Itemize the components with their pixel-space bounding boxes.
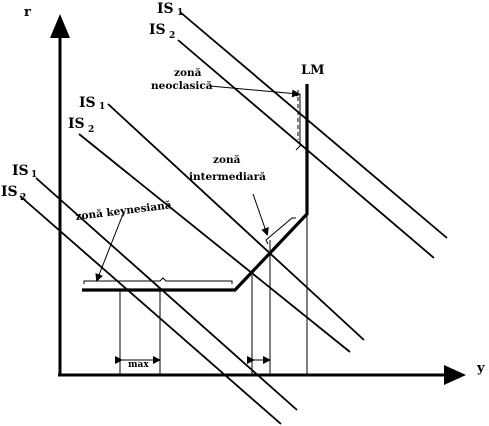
is2-sub-middle: 2	[88, 125, 94, 135]
is1-curve-lower	[35, 177, 298, 411]
is1-sub-middle: 1	[99, 102, 105, 112]
is2-curve-middle	[78, 133, 351, 353]
is1-sub-lower: 1	[31, 170, 37, 180]
is2-label-upper: IS	[149, 22, 166, 38]
neoclassical-zone-label-line2: neoclasică	[151, 80, 213, 92]
is2-label-middle: IS	[68, 116, 85, 132]
is2-sub-lower: 2	[20, 193, 26, 203]
is1-curve-middle	[107, 103, 365, 341]
intermediate-zone-label-line2: intermediară	[189, 171, 266, 183]
is1-label-upper: IS	[157, 1, 174, 17]
vertical-axis-label: r	[24, 5, 31, 20]
is2-label-lower: IS	[1, 184, 18, 200]
max-label: max	[128, 360, 149, 370]
intermediate-leader	[252, 193, 269, 236]
vertical-axis-arrow	[50, 14, 70, 38]
is1-label-middle: IS	[79, 95, 96, 111]
intermediate-zone-label-line1: zonă	[213, 154, 241, 166]
leader-arrows	[95, 85, 300, 282]
guide-lines	[119, 90, 308, 375]
axes	[50, 14, 466, 385]
is1-curve-upper	[179, 11, 448, 239]
intermediate-bracket	[265, 217, 296, 245]
neoclassical-zone-label-line1: zonă	[174, 67, 202, 79]
keynesian-bracket	[83, 277, 233, 284]
is2-curve-lower	[19, 195, 282, 425]
lm-label: LM	[301, 63, 325, 78]
is1-sub-upper: 1	[177, 8, 183, 18]
horizontal-axis-label: y	[476, 361, 485, 376]
is-curves	[19, 11, 448, 425]
lm-curve	[82, 84, 309, 292]
horizontal-axis-arrow	[444, 365, 466, 385]
neoclassical-leader	[209, 85, 300, 98]
keynesian-leader	[95, 213, 124, 282]
keynesian-zone-label: zonă keynesiană	[75, 199, 173, 223]
is1-label-lower: IS	[12, 163, 29, 179]
is2-sub-upper: 2	[169, 31, 175, 41]
